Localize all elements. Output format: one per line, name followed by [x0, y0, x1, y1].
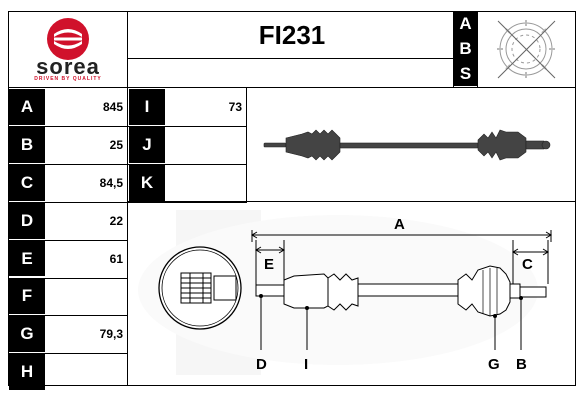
- dimension-label-i: I: [129, 89, 165, 125]
- diagram-label-g: G: [488, 356, 500, 373]
- spline-detail-icon: [158, 246, 242, 330]
- dimension-value-h: [46, 353, 127, 391]
- dimension-value-b: 25: [109, 137, 123, 152]
- diagram-label-b: B: [516, 356, 527, 373]
- abs-letter-s: S: [459, 63, 472, 83]
- dimension-label-j: J: [129, 126, 165, 163]
- diagram-label-i: I: [304, 356, 308, 373]
- driveshaft-diagram: A E C D I G B: [128, 200, 575, 385]
- dimension-label-b: B: [9, 126, 45, 163]
- abs-letter-a: A: [459, 14, 472, 34]
- diagram-label-e: E: [264, 256, 274, 273]
- dimension-label-f: F: [9, 278, 45, 315]
- dimension-value-f: [46, 278, 127, 316]
- diagram-label-d: D: [256, 356, 267, 373]
- abs-indicator: A B S: [454, 12, 477, 86]
- brand-name: sorea: [36, 54, 100, 79]
- dimension-label-h: H: [9, 354, 45, 391]
- dimension-label-e: E: [9, 240, 45, 277]
- dimension-value-e: 61: [109, 251, 123, 266]
- brand-tagline: DRIVEN BY QUALITY: [34, 76, 102, 82]
- spec-sheet: [8, 11, 576, 386]
- dimension-value-j: [166, 126, 246, 164]
- dimension-value-g: 79,3: [99, 327, 123, 342]
- product-code: FI231: [258, 19, 326, 50]
- dimension-label-a: A: [9, 89, 45, 125]
- dimension-label-k: K: [129, 164, 165, 201]
- dimension-value-c: 84,5: [99, 175, 123, 190]
- dimension-label-c: C: [9, 164, 45, 201]
- shaft-overview-image: [250, 110, 560, 180]
- dimension-label-g: G: [9, 316, 45, 353]
- no-abs-ring-icon: [478, 12, 575, 86]
- sorea-logo-icon: [47, 18, 89, 60]
- dimension-value-a: 845: [102, 99, 123, 114]
- abs-letter-b: B: [459, 38, 472, 58]
- diagram-label-c: C: [522, 256, 533, 273]
- dimension-value-i: 73: [228, 99, 242, 114]
- dimension-label-d: D: [9, 202, 45, 239]
- dimension-value-d: 22: [109, 213, 123, 228]
- dimension-value-k: [166, 164, 246, 202]
- diagram-label-a: A: [394, 216, 405, 233]
- brand-logo: sorea DRIVEN BY QUALITY: [9, 12, 127, 86]
